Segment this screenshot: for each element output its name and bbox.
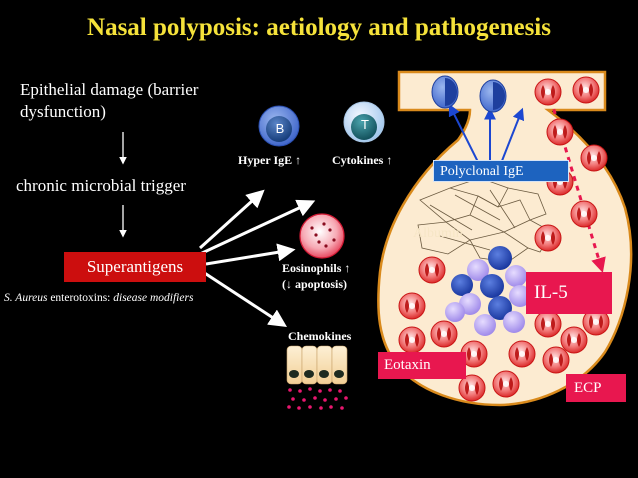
ecp-label: ECP: [566, 374, 626, 402]
t-cell-label: T: [361, 117, 369, 132]
epithelial-damage-label: Epithelial damage (barrier dysfunction): [20, 80, 199, 121]
chemokines-label: Chemokines: [288, 329, 352, 343]
polyclonal-ige-label: Polyclonal IgE: [433, 160, 569, 182]
b-cell: [258, 105, 300, 147]
s-aureus-enterotoxins-label: S. Aureus enterotoxins: disease modifier…: [4, 292, 193, 304]
chronic-microbial-trigger-label: chronic microbial trigger: [16, 176, 186, 195]
eosinophils-label: Eosinophils ↑ (↓ apoptosis): [282, 260, 350, 292]
albumin-label: Albumin: [413, 226, 463, 241]
eotaxin-label: Eotaxin: [378, 352, 466, 379]
plasma-cells: [431, 75, 507, 113]
page-title: Nasal polyposis: aetiology and pathogene…: [87, 14, 551, 41]
chemokine-dots: [287, 387, 348, 410]
disease-modifiers-text: disease modifiers: [113, 292, 194, 304]
lymphocyte-cluster: [445, 246, 531, 336]
cytokines-label: Cytokines ↑: [332, 153, 393, 167]
eosinophils-line: Eosinophils ↑: [282, 261, 351, 275]
il5-label: IL-5: [526, 272, 612, 314]
b-cell-label: B: [275, 121, 285, 136]
apoptosis-line: (↓ apoptosis): [282, 277, 348, 291]
t-cell: [343, 101, 385, 143]
superantigen-effect-arrows: [198, 189, 316, 327]
eosinophil-cell: [299, 213, 345, 259]
superantigens-box: Superantigens: [64, 252, 206, 282]
s-aureus-name: S. Aureus: [4, 292, 48, 304]
hyper-ige-label: Hyper IgE ↑: [238, 153, 302, 167]
enterotoxins-text: enterotoxins:: [47, 292, 114, 304]
epithelial-cells: [286, 345, 348, 385]
